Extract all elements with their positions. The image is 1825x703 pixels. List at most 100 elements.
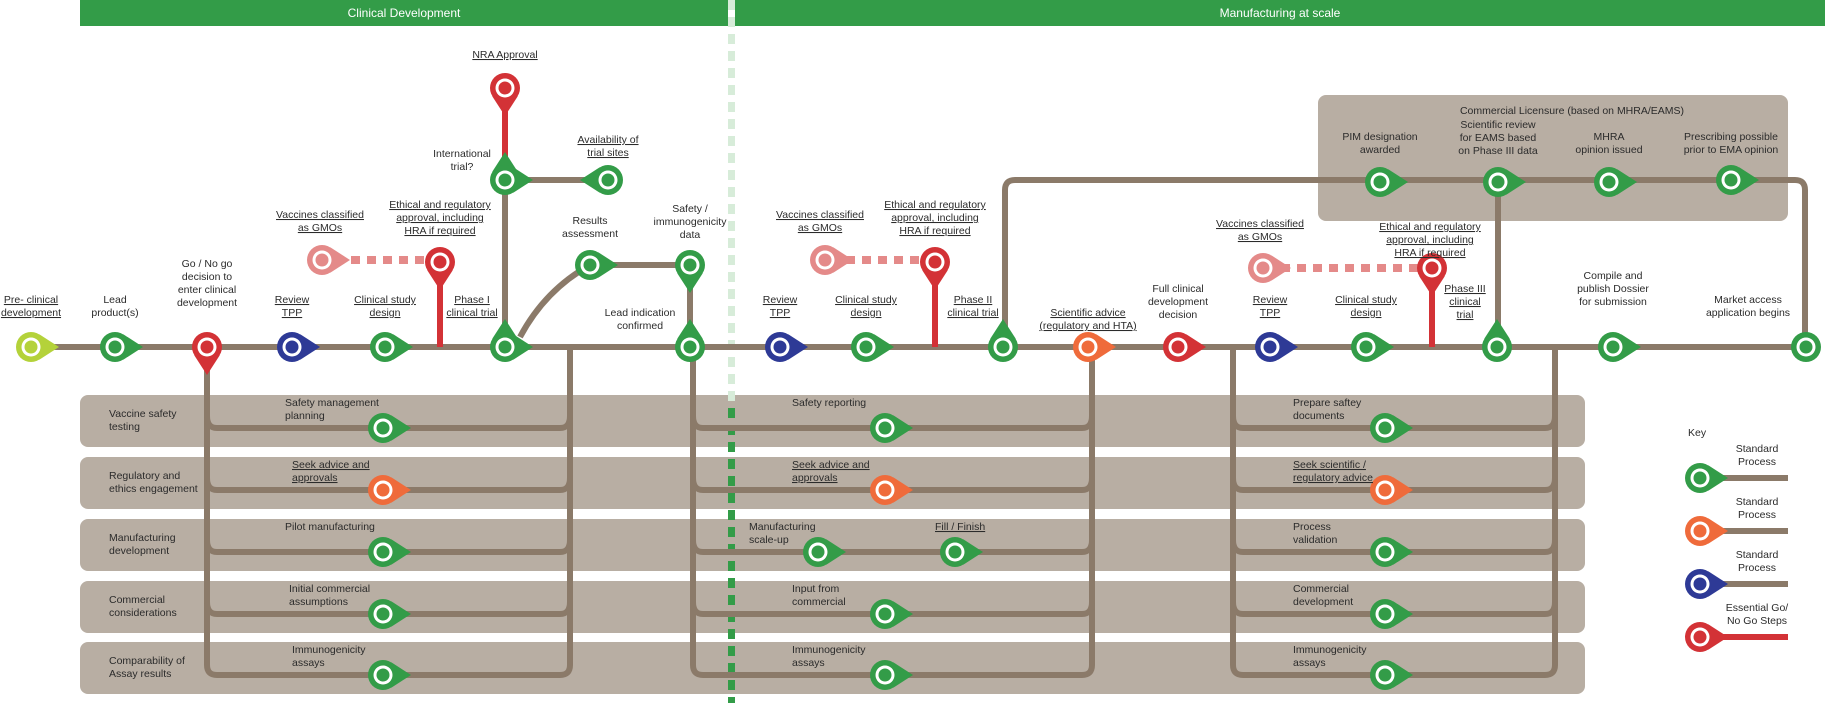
milestone-node[interactable] (1073, 332, 1116, 362)
divider-dash (728, 0, 735, 10)
key-node-orange (1685, 516, 1728, 546)
milestone-node[interactable] (370, 332, 413, 362)
divider-dash (728, 170, 735, 180)
milestone-label: Fill / Finish (935, 521, 985, 533)
milestone-node[interactable] (368, 413, 411, 443)
divider-dash (728, 459, 735, 469)
divider-dash (728, 680, 735, 690)
divider-dash (728, 17, 735, 27)
milestone-node[interactable] (277, 332, 320, 362)
divider-dash (728, 442, 735, 452)
header-manufacturing (735, 0, 1825, 26)
milestone-node[interactable] (490, 73, 520, 116)
milestone-node[interactable] (988, 319, 1018, 362)
commercial-licensure-panel (1318, 95, 1788, 221)
milestone-label: Pilot manufacturing (285, 521, 375, 533)
milestone-node[interactable] (1163, 332, 1206, 362)
milestone-node[interactable] (851, 332, 894, 362)
milestone-node[interactable] (765, 332, 808, 362)
milestone-node[interactable] (580, 165, 623, 195)
milestone-node[interactable] (803, 537, 846, 567)
milestone-node[interactable] (1365, 167, 1408, 197)
divider-dash (728, 357, 735, 367)
track-line (517, 262, 693, 347)
track-line (1002, 177, 1808, 347)
milestone-node[interactable] (1370, 599, 1413, 629)
divider-dash (728, 323, 735, 333)
track-line (690, 539, 1095, 555)
milestone-node[interactable] (1351, 332, 1394, 362)
milestone-node[interactable] (490, 319, 533, 362)
milestone-node[interactable] (192, 332, 222, 375)
milestone-node[interactable] (575, 250, 618, 280)
milestone-node[interactable] (100, 332, 143, 362)
divider-dash (728, 561, 735, 571)
key-node-blue (1685, 569, 1728, 599)
milestone-node[interactable] (368, 660, 411, 690)
milestone-node[interactable] (675, 319, 705, 362)
milestone-node[interactable] (1483, 167, 1526, 197)
milestone-node[interactable] (1370, 660, 1413, 690)
milestone-node[interactable] (1598, 332, 1641, 362)
divider-dash (728, 306, 735, 316)
milestone-node[interactable] (870, 660, 913, 690)
milestone-node[interactable] (1482, 319, 1512, 362)
divider-dash (728, 153, 735, 163)
milestone-node[interactable] (490, 152, 533, 195)
milestone-node[interactable] (870, 475, 913, 505)
milestone-node[interactable] (1370, 537, 1413, 567)
milestone-node[interactable] (920, 247, 950, 290)
milestone-node[interactable] (1370, 413, 1413, 443)
divider-dash (728, 272, 735, 282)
milestone-node[interactable] (368, 537, 411, 567)
key-line (1710, 528, 1788, 534)
milestone-node[interactable] (1248, 253, 1291, 283)
milestone-node[interactable] (1594, 167, 1637, 197)
milestone-node[interactable] (307, 245, 350, 275)
milestone-node[interactable] (940, 537, 983, 567)
milestone-node[interactable] (368, 475, 411, 505)
milestone-node[interactable] (1716, 165, 1759, 195)
key-label: Essential Go/No Go Steps (1726, 602, 1789, 627)
milestone-node[interactable] (810, 245, 853, 275)
milestone-node[interactable] (1791, 332, 1821, 362)
milestone-node[interactable] (425, 247, 455, 290)
milestone-node[interactable] (368, 599, 411, 629)
milestone-node[interactable] (870, 413, 913, 443)
milestone-node[interactable] (870, 599, 913, 629)
milestone-node[interactable] (1370, 475, 1413, 505)
milestone-node[interactable] (1255, 332, 1298, 362)
divider-dash (728, 527, 735, 537)
divider-dash (728, 102, 735, 112)
milestone-node[interactable] (675, 250, 705, 293)
milestone-node[interactable] (1417, 253, 1447, 296)
milestone-node[interactable] (16, 332, 59, 362)
divider-dash (728, 374, 735, 384)
header-manufacturing-label: Manufacturing at scale (1220, 6, 1341, 20)
